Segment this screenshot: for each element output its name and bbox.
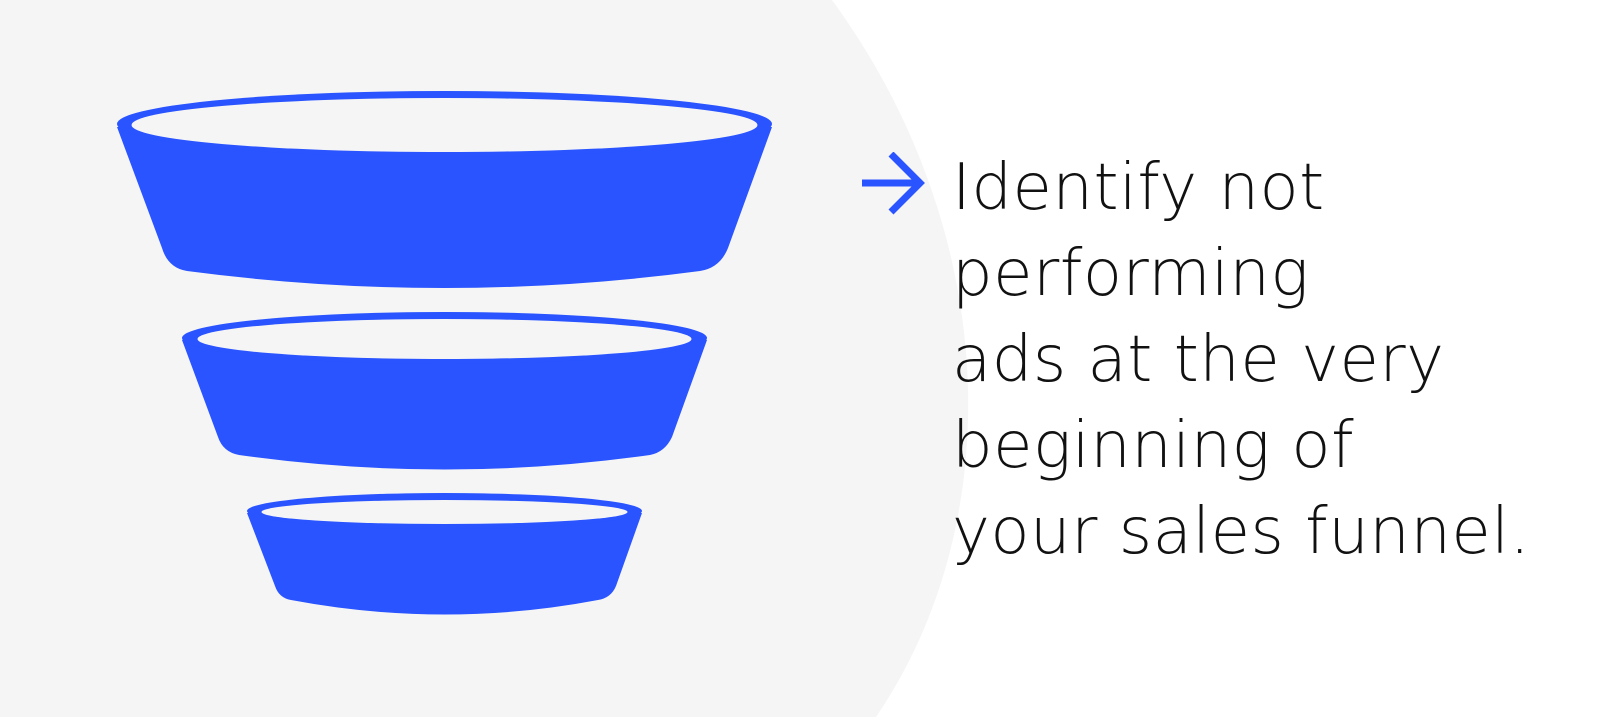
funnel-tier-middle [182, 312, 707, 470]
caption-text: Identify not performing ads at the very … [952, 145, 1572, 575]
caption-line: your sales funnel. [952, 495, 1531, 569]
funnel-tier-top [117, 91, 772, 288]
funnel-icon [117, 91, 772, 615]
arrow-right-icon [862, 152, 925, 215]
caption-line: Identify not [952, 151, 1325, 225]
caption-line: performing [952, 237, 1310, 311]
caption-line: beginning of [952, 409, 1355, 483]
caption-line: ads at the very [952, 323, 1445, 397]
funnel-tier-bottom [247, 493, 642, 615]
